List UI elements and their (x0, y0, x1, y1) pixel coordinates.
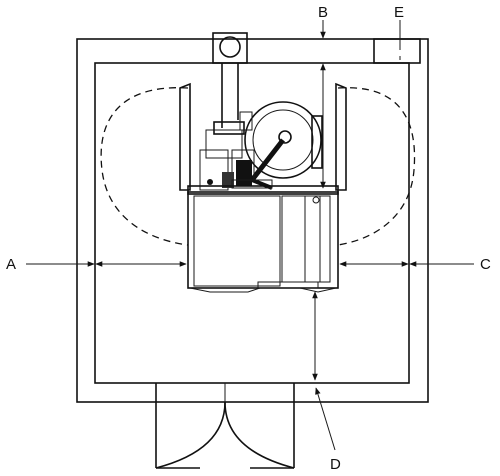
machine-body (187, 191, 339, 293)
door-swing (155, 383, 295, 469)
side-posts (179, 82, 347, 191)
label-d: D (330, 456, 341, 473)
reel-assembly (244, 101, 323, 190)
e-box (373, 38, 421, 64)
label-b: B (318, 4, 328, 21)
dimension-d (312, 291, 336, 451)
outer-wall (76, 38, 429, 403)
top-fixture (212, 32, 248, 64)
mast (221, 63, 239, 128)
label-c: C (480, 256, 491, 273)
label-e: E (394, 4, 404, 21)
label-a: A (6, 256, 16, 273)
mechanism-cluster (187, 111, 339, 204)
swing-envelope (100, 87, 416, 246)
